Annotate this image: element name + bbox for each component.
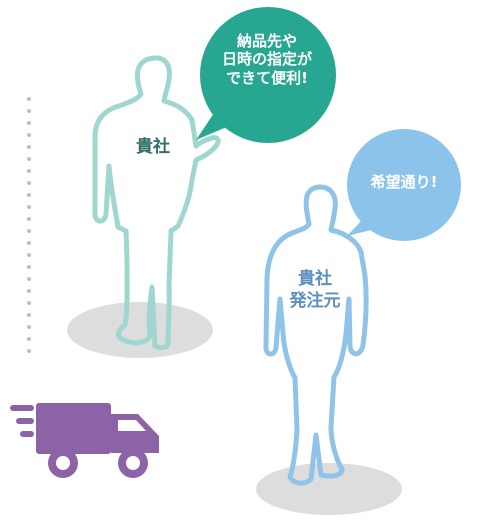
- left-bubble-text: 納品先や 日時の指定が できて便利!: [213, 32, 321, 87]
- timeline-dot: [27, 217, 31, 221]
- left-person-shadow: [67, 302, 213, 358]
- timeline-dot: [27, 205, 31, 209]
- timeline-dot: [27, 337, 31, 341]
- left-bubble-line: できて便利!: [226, 68, 308, 87]
- timeline-dot: [27, 313, 31, 317]
- left-bubble-body: [200, 7, 336, 143]
- left-bubble-line: 納品先や: [236, 32, 297, 50]
- timeline-dot: [27, 193, 31, 197]
- right-person-label-line: 発注元: [289, 291, 341, 312]
- left-bubble-line: 日時の指定が: [221, 50, 312, 69]
- right-bubble-text: 希望通り!: [370, 173, 438, 191]
- left-speech-bubble: [196, 7, 336, 143]
- timeline-dot: [27, 157, 31, 161]
- timeline-dot: [27, 169, 31, 173]
- dotted-timeline: [27, 97, 31, 353]
- right-person-label: 貴社 発注元: [270, 268, 360, 312]
- right-person-shadow: [256, 463, 402, 515]
- timeline-dot: [27, 133, 31, 137]
- speed-line-icon: [16, 418, 34, 424]
- timeline-dot: [27, 241, 31, 245]
- timeline-dot: [27, 181, 31, 185]
- truck-rear-hub-icon: [56, 456, 70, 470]
- timeline-dot: [27, 301, 31, 305]
- timeline-dot: [27, 325, 31, 329]
- left-person-silhouette: [92, 55, 221, 351]
- truck-cab-icon: [111, 414, 159, 453]
- right-bubble-tail: [347, 218, 375, 236]
- left-bubble-tail: [196, 113, 236, 140]
- truck-front-hub-icon: [126, 456, 140, 470]
- speed-line-icon: [20, 431, 34, 437]
- delivery-truck-icon: [10, 403, 159, 478]
- speed-line-icon: [10, 405, 34, 411]
- truck-cargo-icon: [36, 403, 111, 454]
- timeline-dot: [27, 145, 31, 149]
- truck-window-icon: [118, 420, 146, 431]
- timeline-dot: [27, 229, 31, 233]
- timeline-dot: [27, 109, 31, 113]
- right-person-label-line: 貴社: [298, 269, 332, 289]
- timeline-dot: [27, 289, 31, 293]
- timeline-dot: [27, 97, 31, 101]
- timeline-dot: [27, 121, 31, 125]
- right-bubble-body: [347, 129, 461, 241]
- timeline-dot: [27, 349, 31, 353]
- timeline-dot: [27, 253, 31, 257]
- left-person-label: 貴社: [136, 137, 170, 157]
- timeline-dot: [27, 277, 31, 281]
- timeline-dot: [27, 265, 31, 269]
- right-speech-bubble: [347, 129, 461, 241]
- right-person-silhouette: [263, 184, 369, 486]
